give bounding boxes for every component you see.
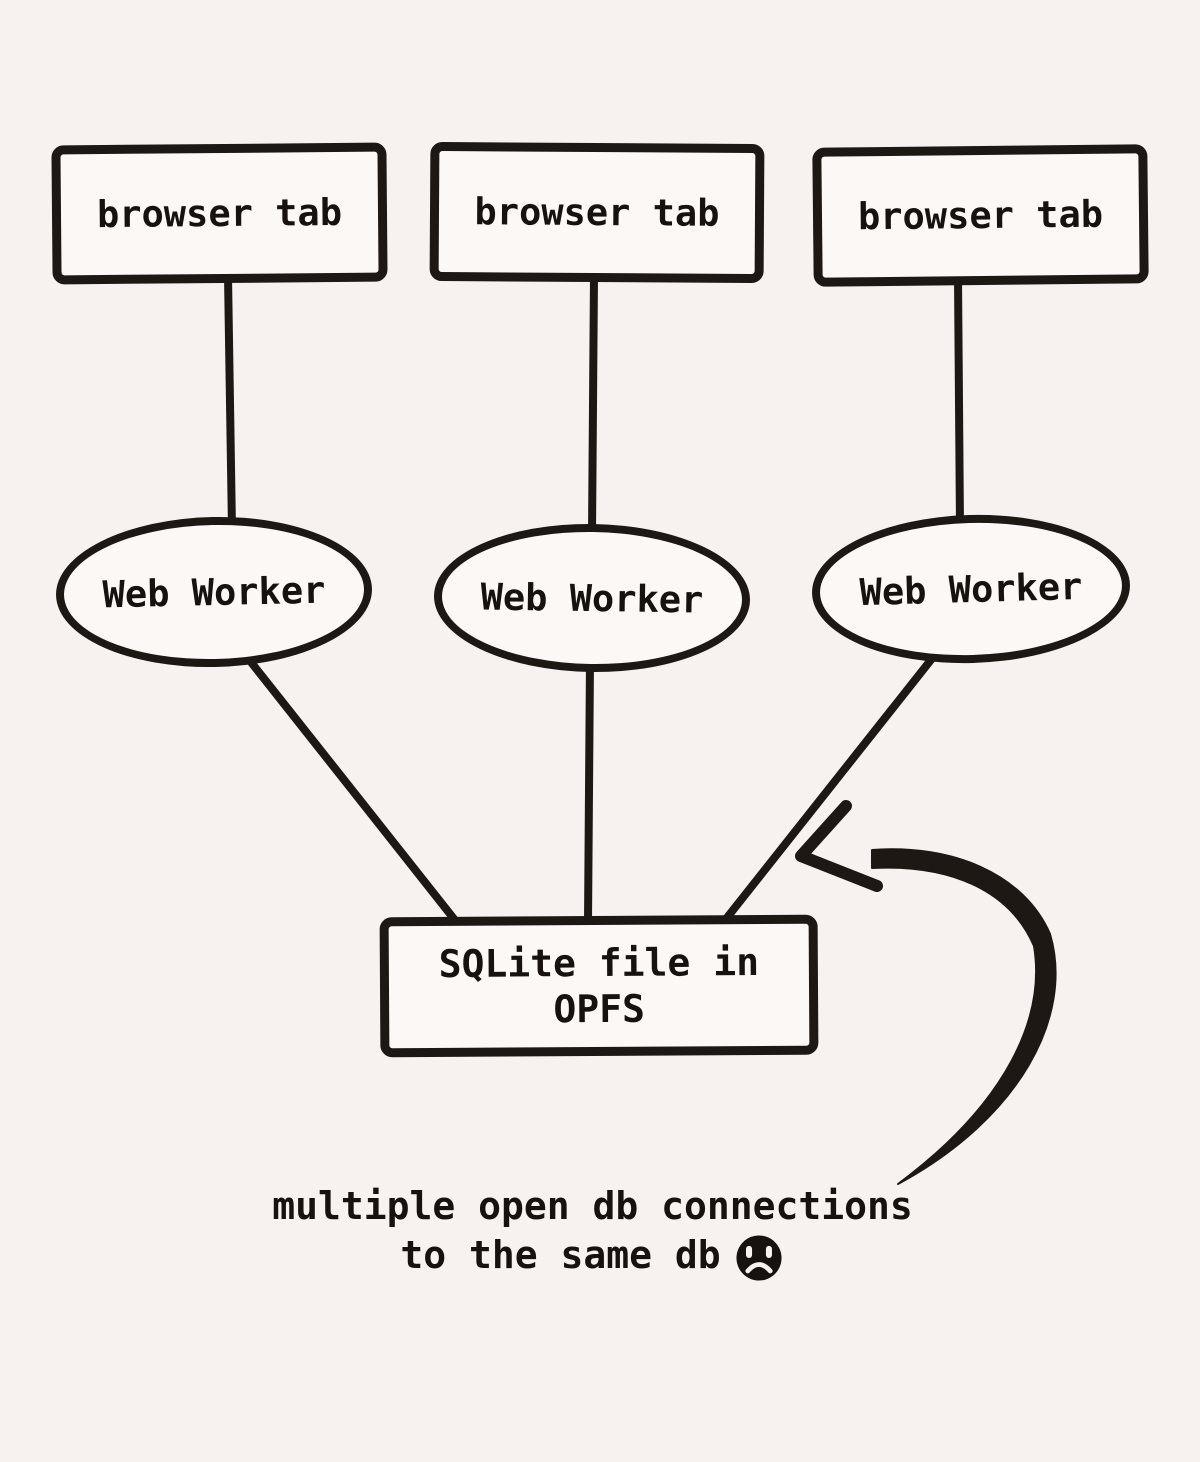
arrowhead-icon — [795, 800, 883, 892]
browser-tab-label: browser tab — [857, 192, 1104, 239]
web-worker-label: Web Worker — [102, 568, 326, 616]
browser-tab-label: browser tab — [96, 190, 343, 237]
connector-worker2-sqlite — [584, 656, 594, 926]
connector-worker3-sqlite — [718, 652, 938, 928]
curved-arrow — [871, 848, 1057, 1185]
sad-face-head — [736, 1235, 782, 1281]
connector-tab3-worker3 — [954, 274, 964, 532]
sad-face-left-eye — [745, 1245, 752, 1258]
browser-tab-node-2: browser tab — [429, 141, 765, 284]
sad-face-frown — [744, 1262, 773, 1274]
browser-tab-label: browser tab — [474, 190, 720, 235]
sqlite-file-node: SQLite file in OPFS — [379, 914, 819, 1058]
caption-line1: multiple open db connections — [272, 1184, 913, 1228]
web-worker-label: Web Worker — [480, 574, 704, 622]
browser-tab-node-1: browser tab — [51, 142, 388, 285]
browser-tab-node-3: browser tab — [812, 144, 1149, 287]
sad-face-right-eye — [765, 1245, 772, 1258]
caption-line2: to the same db — [0, 1229, 1185, 1281]
connector-tab2-worker2 — [588, 272, 598, 538]
sad-face-icon — [736, 1235, 782, 1281]
caption: multiple open db connections to the same… — [0, 1183, 1185, 1281]
connector-worker1-sqlite — [239, 648, 462, 928]
web-worker-label: Web Worker — [859, 564, 1083, 614]
sqlite-label-line1: SQLite file in — [438, 940, 760, 986]
sqlite-label-line2: OPFS — [553, 986, 646, 1032]
connector-tab1-worker1 — [224, 272, 236, 534]
caption-line2-text: to the same db — [400, 1233, 721, 1277]
